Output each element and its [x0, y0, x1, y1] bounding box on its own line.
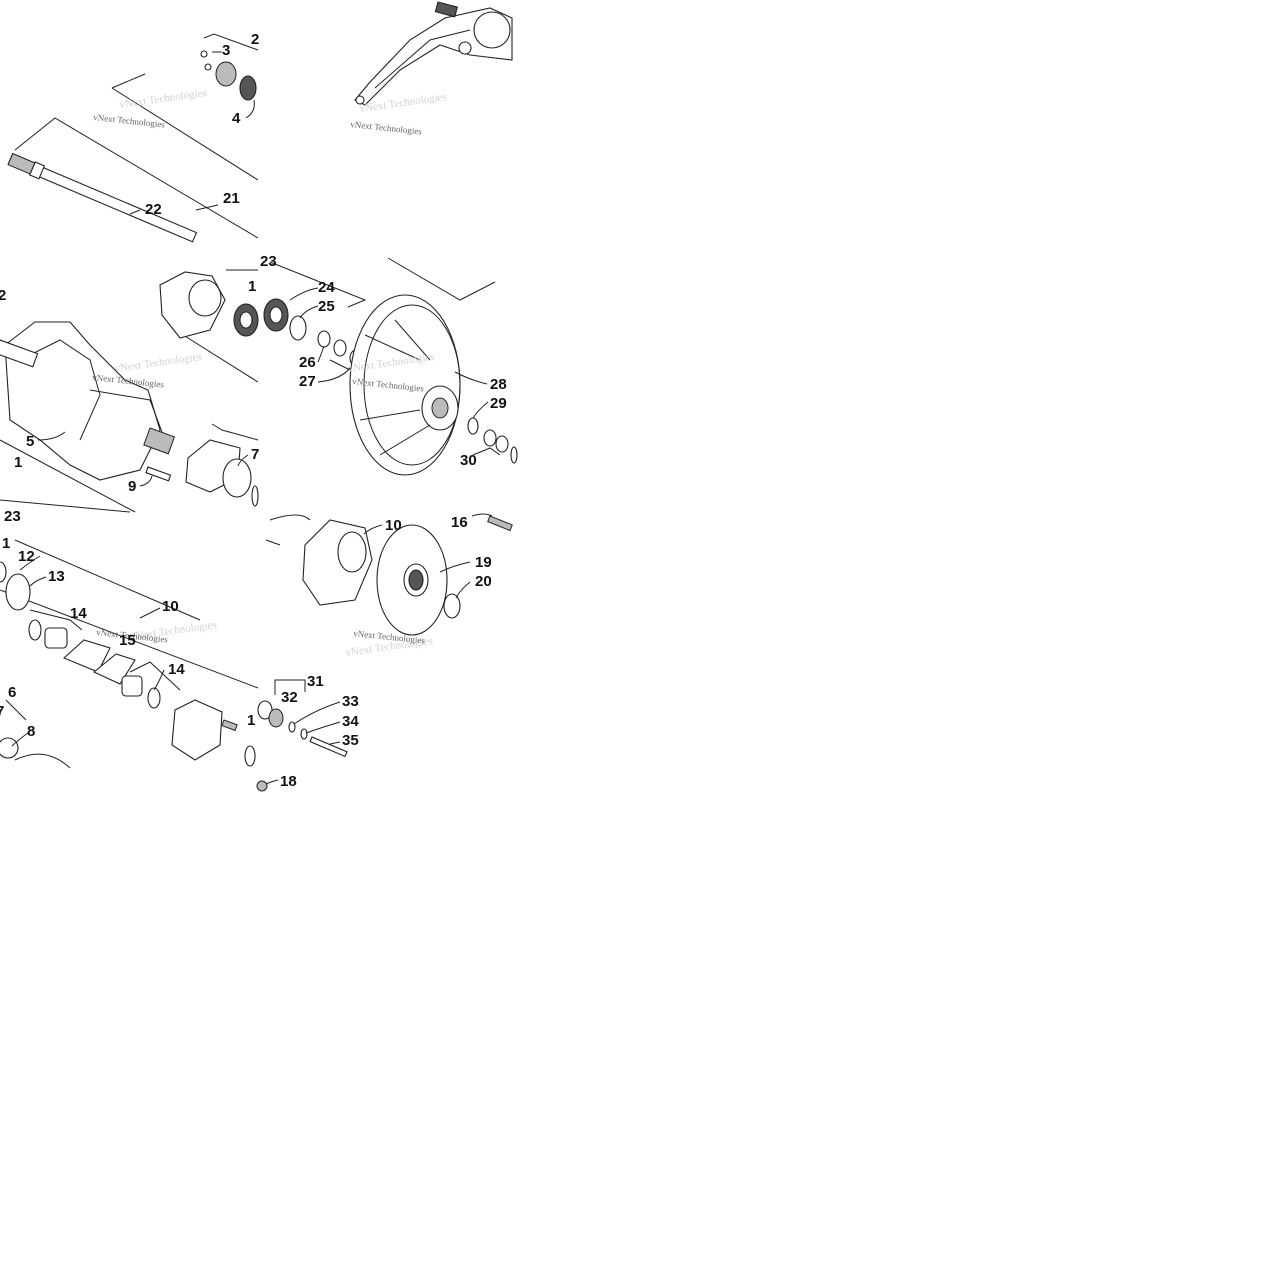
washer-26-part [317, 330, 331, 348]
callout-26: 26 [299, 354, 316, 371]
ring-14b-part [147, 687, 161, 709]
washer-34-part [300, 728, 308, 740]
svg-text:vNext Technologies: vNext Technologies [114, 351, 203, 375]
callout-23-top: 23 [260, 253, 277, 270]
panel-brake-assembly: vNext Technologies vNext Technologies [0, 539, 259, 769]
washer-33-part [288, 721, 296, 733]
callout-8: 8 [27, 723, 35, 740]
callout-1-low: 1 [2, 535, 10, 552]
callout-4: 4 [232, 110, 241, 127]
callout-21: 21 [223, 190, 240, 207]
bolt-part [145, 466, 172, 482]
callout-14-a: 14 [70, 605, 87, 622]
callout-2-mid: 2 [0, 287, 6, 304]
callout-30: 30 [460, 452, 477, 469]
callout-10-left: 10 [162, 598, 179, 615]
brake-caliper-part [171, 699, 223, 761]
callout-6: 6 [8, 684, 16, 701]
callout-28: 28 [490, 376, 507, 393]
callout-10-right: 10 [385, 517, 402, 534]
callout-14-b: 14 [168, 661, 185, 678]
spline-gear-part [239, 75, 257, 101]
panel-adjuster [256, 679, 348, 792]
callout-22: 22 [145, 201, 162, 218]
callout-1-small: 1 [247, 712, 255, 729]
bushing-part [44, 627, 68, 649]
splined-stub-part [434, 1, 458, 18]
callout-7-low: 7 [0, 703, 4, 720]
watermark-text: vNext Technologies [350, 119, 423, 137]
nut-18-part [256, 780, 268, 792]
nut-part [268, 708, 284, 728]
callout-33: 33 [342, 693, 359, 710]
callout-35: 35 [342, 732, 359, 749]
panel-torque-arm: vNext Technologies vNext Technologies [350, 1, 513, 137]
snap-ring-20-part [443, 593, 461, 619]
bolt-35-part [309, 736, 348, 758]
callout-16: 16 [451, 514, 468, 531]
callout-25: 25 [318, 298, 335, 315]
callout-31: 31 [307, 673, 324, 690]
callout-7-mid: 7 [251, 446, 259, 463]
callout-20: 20 [475, 573, 492, 590]
drive-shaft [7, 152, 198, 243]
callout-1-right: 1 [248, 278, 256, 295]
washer-30b-part [495, 435, 509, 453]
callout-23-bottom: 23 [4, 508, 21, 525]
callout-18: 18 [280, 773, 297, 790]
panel-driven-clutch: vNext Technologies vNext Technologies [263, 257, 518, 476]
bushing-part [121, 675, 143, 697]
ring-14a-part [28, 619, 42, 641]
washer-27a-part [333, 339, 347, 357]
bushing-part [215, 61, 237, 87]
callout-27: 27 [299, 373, 316, 390]
washer-30a-part [483, 429, 497, 447]
brake-pad-part [92, 653, 136, 685]
output-shaft-part [0, 339, 39, 368]
callout-13: 13 [48, 568, 65, 585]
callout-numbers: 2 3 4 21 22 23 2 1 24 25 26 27 28 29 30 … [0, 31, 507, 790]
brake-pad-part [62, 639, 111, 673]
output-spline-part [143, 427, 176, 455]
callout-34: 34 [342, 713, 359, 730]
seal-part [222, 458, 252, 498]
callout-3: 3 [222, 42, 230, 59]
small-nut-part [204, 63, 212, 71]
o-ring-25-part [289, 315, 307, 341]
callout-32: 32 [281, 689, 298, 706]
callout-5: 5 [26, 433, 34, 450]
ring-29-part [467, 417, 479, 435]
o-ring-13-part [5, 573, 31, 611]
leader-lines [11, 51, 493, 785]
callout-2-top: 2 [251, 31, 259, 48]
callout-12: 12 [18, 548, 35, 565]
callout-24: 24 [318, 279, 335, 296]
callout-9: 9 [128, 478, 136, 495]
callout-1-mid: 1 [14, 454, 22, 471]
callout-29: 29 [490, 395, 507, 412]
callout-15: 15 [119, 632, 136, 649]
pin-16-part [487, 515, 513, 532]
small-nut-part [200, 50, 208, 58]
torque-arm-part [354, 7, 513, 106]
ring-12-part [0, 561, 7, 583]
chaincase-housing-part [4, 321, 161, 481]
panel-drive-shaft: vNext Technologies vNext Technologies [7, 33, 259, 243]
callout-19: 19 [475, 554, 492, 571]
svg-text:vNext Technologies: vNext Technologies [119, 87, 208, 111]
panel-chaincase: vNext Technologies vNext Technologies [0, 269, 259, 513]
